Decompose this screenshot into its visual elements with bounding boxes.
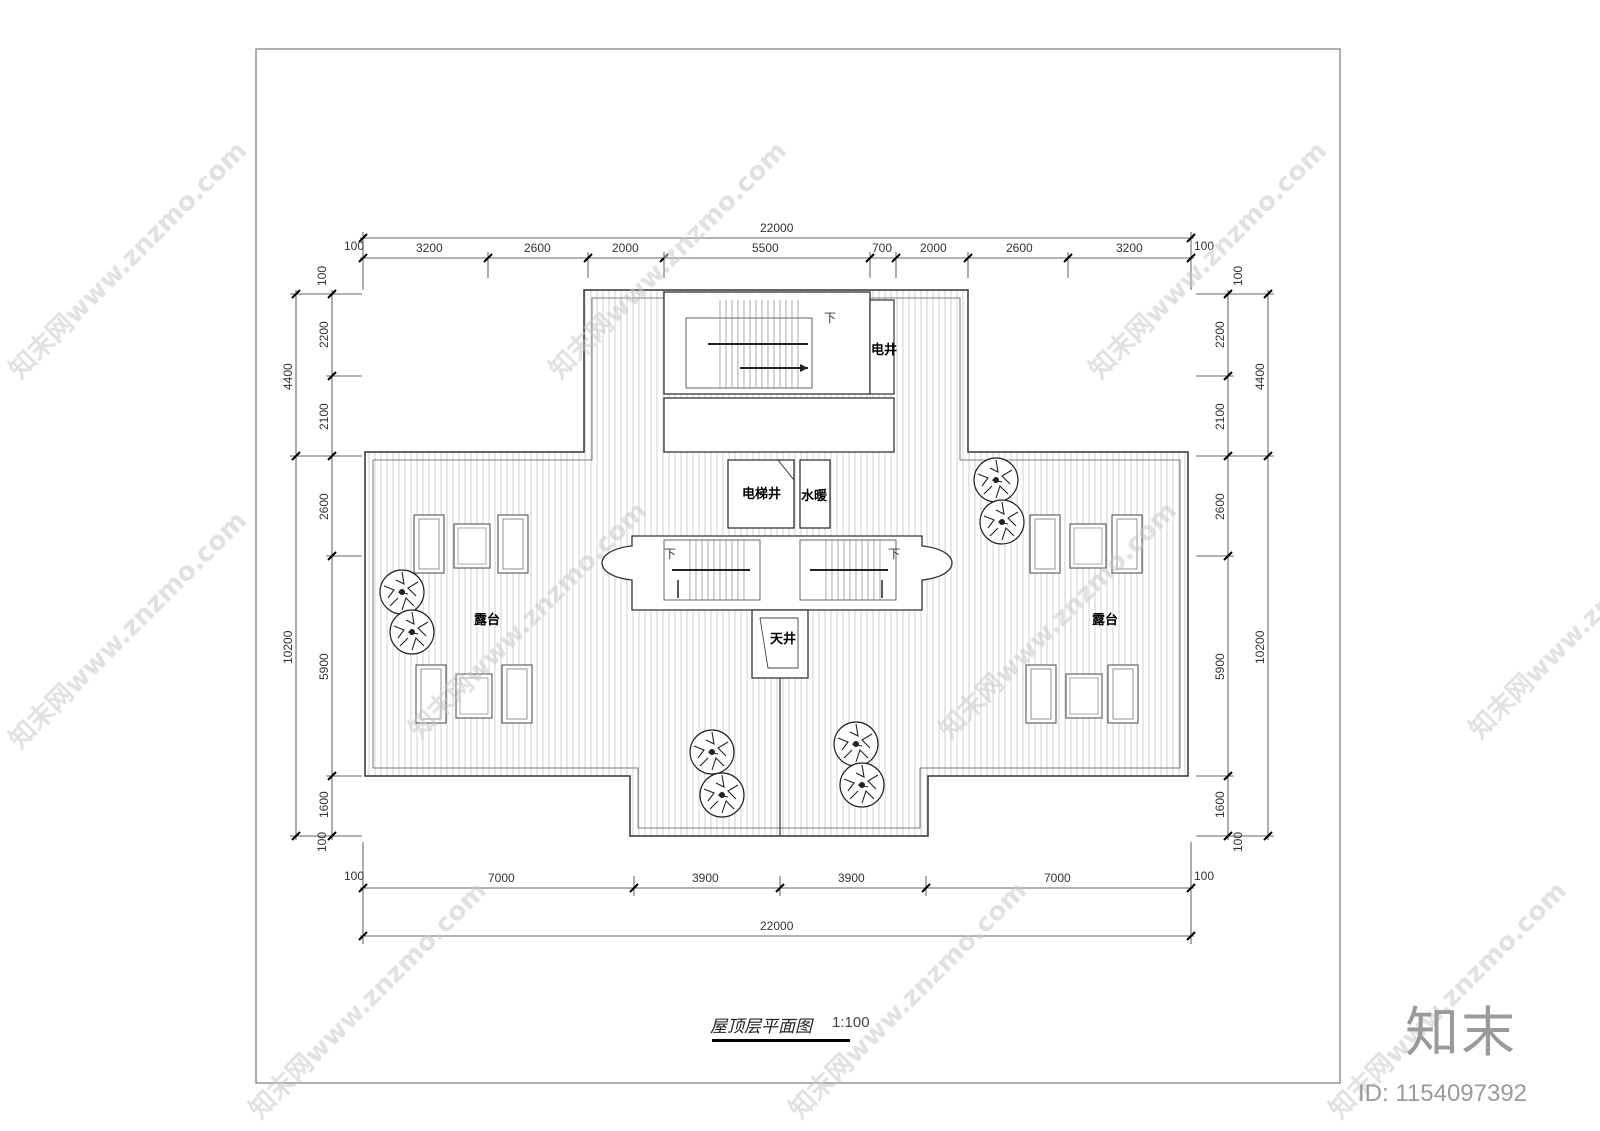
- dim-left-seg-1: 2200: [317, 321, 331, 348]
- room-label-terrace-left: 露台: [474, 612, 500, 628]
- dim-left-group-1: 4400: [281, 363, 295, 390]
- dim-left-edge-bottom: 100: [315, 832, 329, 852]
- dim-top-seg-1: 3200: [416, 241, 443, 255]
- dimension-bottom-ticks: [358, 883, 1196, 941]
- dim-left-seg-4: 5900: [317, 653, 331, 680]
- stair-core-lower: [601, 535, 953, 611]
- dim-bottom-edge-left: 100: [344, 869, 364, 883]
- stair-down-label-1: 下: [824, 311, 836, 325]
- stair-down-label-3: 下: [888, 547, 900, 561]
- watermark-text: 知末网www.znzmo.com: [4, 136, 253, 385]
- dim-right-seg-4: 5900: [1213, 653, 1227, 680]
- watermark-text: 知末网www.znzmo.com: [1084, 136, 1333, 385]
- dimension-top-ticks: [358, 233, 1196, 263]
- dim-top-seg-7: 2600: [1006, 241, 1033, 255]
- dimension-right: [1196, 290, 1274, 840]
- dim-top-edge-left: 100: [344, 239, 364, 253]
- watermark-logo: 知末: [1405, 1001, 1517, 1064]
- watermark-text: 知末网www.znzmo.com: [784, 876, 1033, 1125]
- dim-top-seg-8: 3200: [1116, 241, 1143, 255]
- watermark-text: 知末网www.znzmo.com: [1464, 496, 1600, 745]
- dim-top-seg-3: 2000: [612, 241, 639, 255]
- dim-right-seg-2: 2100: [1213, 403, 1227, 430]
- sheet-frame: [255, 48, 1341, 1084]
- dim-bottom-seg-2: 3900: [692, 871, 719, 885]
- courtyard-block: [751, 609, 809, 836]
- stair-down-label-2: 下: [664, 547, 676, 561]
- dim-top-seg-4: 5500: [752, 241, 779, 255]
- dim-bottom-seg-3: 3900: [838, 871, 865, 885]
- title-underline: [712, 1039, 850, 1042]
- dim-top-seg-6: 2000: [920, 241, 947, 255]
- dim-left-group-2: 10200: [281, 630, 295, 664]
- watermark-text: 知末网www.znzmo.com: [4, 506, 253, 755]
- dim-right-group-1: 4400: [1253, 363, 1267, 390]
- room-label-courtyard: 天井: [770, 631, 796, 647]
- furniture-right-lower: [1025, 664, 1139, 724]
- room-label-elevator-shaft: 电梯井: [742, 486, 781, 502]
- dim-left-seg-5: 1600: [317, 791, 331, 818]
- stair-core-top: [663, 291, 895, 453]
- watermark-id: ID: 1154097392: [1358, 1080, 1528, 1107]
- room-label-terrace-right: 露台: [1092, 612, 1118, 628]
- dim-bottom-edge-right: 100: [1194, 869, 1214, 883]
- dim-bottom-seg-1: 7000: [488, 871, 515, 885]
- room-label-water-heating: 水暖: [801, 488, 828, 504]
- dim-right-seg-1: 2200: [1213, 321, 1227, 348]
- dim-right-seg-3: 2600: [1213, 493, 1227, 520]
- dimension-left: [290, 290, 362, 840]
- dimension-bottom: [360, 842, 1194, 944]
- dim-right-edge-bottom: 100: [1231, 832, 1245, 852]
- dim-right-group-2: 10200: [1253, 630, 1267, 664]
- furniture-left-upper: [413, 514, 529, 574]
- drawing-scale: 1:100: [832, 1014, 870, 1031]
- dim-left-edge-top: 100: [315, 266, 329, 286]
- dimension-top: [360, 232, 1194, 290]
- dimension-right-ticks: [1223, 289, 1273, 841]
- dim-top-overall: 22000: [760, 221, 794, 235]
- dim-right-seg-5: 1600: [1213, 791, 1227, 818]
- dim-top-seg-5: 700: [872, 241, 892, 255]
- dim-top-seg-2: 2600: [524, 241, 551, 255]
- elevator-block: [727, 459, 831, 529]
- room-label-electric-shaft: 电井: [871, 342, 897, 358]
- dim-right-edge-top: 100: [1231, 266, 1245, 286]
- dimension-left-ticks: [291, 289, 337, 841]
- dim-bottom-seg-4: 7000: [1044, 871, 1071, 885]
- dim-bottom-overall: 22000: [760, 919, 794, 933]
- dim-left-seg-2: 2100: [317, 403, 331, 430]
- dim-left-seg-3: 2600: [317, 493, 331, 520]
- dim-top-edge-right: 100: [1194, 239, 1214, 253]
- watermark-text: 知末网www.znzmo.com: [244, 876, 493, 1125]
- drawing-title: 屋顶层平面图: [710, 1017, 812, 1037]
